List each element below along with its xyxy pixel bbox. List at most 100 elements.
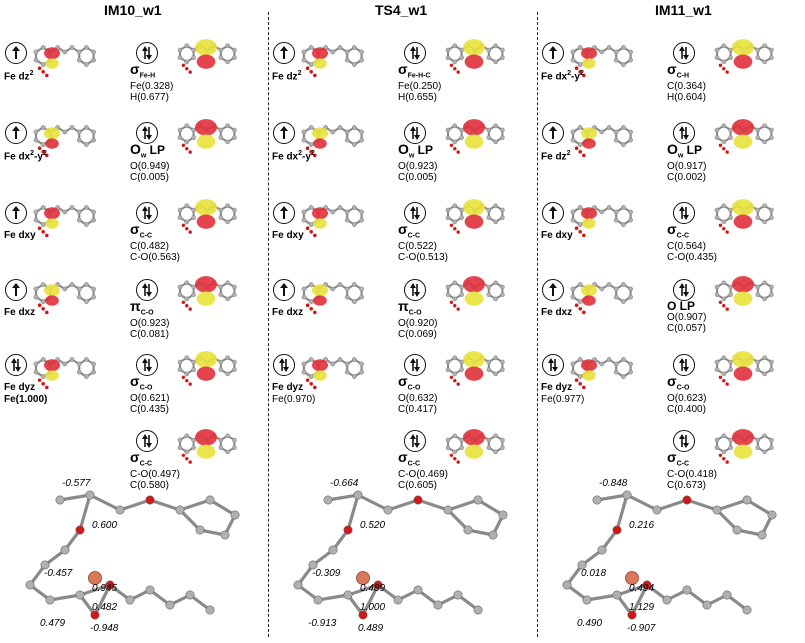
orbital-symbol: σ [667, 449, 677, 465]
fe-orbital-molecule [301, 357, 364, 390]
orbital-subscript: C-O [408, 309, 422, 317]
bond-orbital-isosurface [732, 429, 754, 459]
bond-orbital-isosurface [195, 276, 217, 306]
spin-icon [5, 202, 27, 224]
fe-orbital-name: Fe dz [272, 71, 298, 83]
fe-orbital-isosurface [581, 127, 597, 149]
spin-icon [136, 122, 158, 144]
fe-orbital-sup2: 2 [310, 150, 315, 157]
fe-orbital-sup: 2 [297, 70, 302, 77]
orbital-population: C-O(0.469) [398, 469, 449, 481]
orbital-subscript: C-O [407, 384, 421, 392]
orbital-population: C(0.057) [667, 323, 706, 334]
orbital-subscript: C-C [407, 232, 421, 240]
orbital-symbol: σ [667, 373, 677, 389]
fe-atom [625, 571, 639, 585]
bond-orbital-name: Ow LP [130, 141, 169, 161]
spin-icon [273, 354, 295, 376]
transition-structure [562, 490, 777, 620]
charge-label: 0.018 [581, 568, 607, 579]
fe-orbital-label: Fe dz2 [272, 70, 301, 82]
charge-label: 1.129 [629, 602, 655, 613]
spin-icon [136, 42, 158, 64]
fe-orbital-molecule [33, 205, 96, 238]
orbital-symbol: σ [398, 221, 408, 237]
orbital-subscript: w [677, 152, 684, 160]
fe-orbital-isosurface [581, 284, 597, 306]
fe-population: Fe(0.970) [272, 394, 316, 405]
spin-icon [273, 202, 295, 224]
orbital-symbol: σ [398, 61, 408, 77]
bond-orbital-isosurface [195, 199, 217, 229]
fe-orbital-isosurface [581, 207, 597, 229]
orbital-symbol: O [130, 141, 141, 157]
spin-up-arrow-icon [549, 206, 557, 219]
orbital-subscript: C-C [676, 460, 690, 468]
spin-icon [136, 202, 158, 224]
bond-orbital-name: σC-H [667, 62, 706, 81]
orbital-population: O(0.621) [130, 393, 170, 405]
charge-label: -0.907 [627, 623, 656, 634]
orbital-symbol: π [130, 298, 141, 314]
fe-orbital-suffix: -y [302, 151, 311, 163]
panel-title: TS4_w1 [375, 2, 428, 18]
fe-orbital-isosurface [581, 47, 597, 69]
charge-label: 0.600 [92, 520, 118, 531]
fe-orbital-label: Fe dx2-y2 [272, 150, 315, 162]
bond-orbital-name: σFe-H-C [398, 61, 441, 81]
molecule-drawings [25, 39, 240, 620]
fe-orbital-sup2: 2 [42, 150, 47, 157]
charge-label: -0.309 [312, 568, 341, 579]
fe-orbital-molecule [301, 205, 364, 238]
bond-orbital-isosurface [463, 429, 485, 459]
orbital-subscript: C-O [140, 309, 154, 317]
spin-icon [273, 122, 295, 144]
charge-label: -0.577 [62, 478, 91, 489]
fe-orbital-label: Fe dxz [541, 307, 572, 318]
bond-orbital-name: πC-O [130, 298, 169, 318]
spin-up-arrow-icon [280, 46, 288, 59]
spin-pair-arrows-icon [142, 206, 152, 220]
fe-orbital-label: Fe dx2-y2 [541, 70, 584, 82]
spin-icon [673, 122, 695, 144]
spin-pair-arrows-icon [410, 434, 420, 448]
orbital-population: C-O(0.435) [667, 252, 718, 264]
orbital-subscript: C-C [139, 460, 153, 468]
orbital-suffix: LP [414, 143, 434, 157]
orbital-symbol: σ [398, 373, 408, 389]
bond-orbital-isosurface [732, 351, 754, 381]
spin-pair-arrows-icon [142, 283, 152, 297]
spin-icon [542, 42, 564, 64]
charge-label: 0.482 [92, 602, 118, 613]
spin-pair-arrows-icon [11, 358, 21, 372]
fe-orbital-label: Fe dxz [4, 307, 35, 318]
fe-orbital-molecule [301, 45, 364, 78]
fe-orbital-name: Fe dz [541, 151, 567, 163]
spin-pair-arrows-icon [548, 358, 558, 372]
fe-orbital-name: Fe dyz [4, 382, 36, 393]
spin-icon [673, 279, 695, 301]
orbital-population: O(0.632) [398, 393, 438, 405]
spin-pair-arrows-icon [679, 283, 689, 297]
spin-pair-arrows-icon [679, 434, 689, 448]
fe-atom [88, 571, 102, 585]
orbital-population: C-O(0.513) [398, 252, 449, 264]
bond-orbital-name: σFe-H [130, 62, 173, 81]
fe-orbital-name: Fe dxz [272, 307, 304, 318]
bond-orbital-molecule [177, 43, 237, 74]
spin-icon [136, 279, 158, 301]
charge-label: 1.000 [360, 602, 386, 613]
fe-population: Fe(0.977) [541, 394, 585, 405]
fe-atom [356, 571, 370, 585]
orbital-subscript: C-C [407, 460, 421, 468]
orbital-population: C(0.605) [398, 480, 437, 492]
fe-orbital-label: Fe dyz [4, 382, 35, 393]
fe-orbital-molecule [570, 125, 633, 158]
orbital-population: O(0.923) [130, 318, 170, 330]
spin-up-arrow-icon [12, 46, 20, 59]
